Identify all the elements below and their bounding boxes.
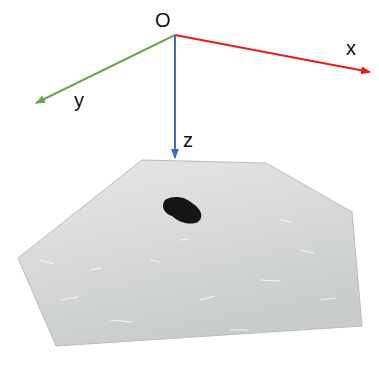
origin-label: O (155, 10, 171, 30)
axis-label: x (346, 38, 356, 58)
axis-label: z (183, 130, 193, 150)
surface-texture (40, 220, 336, 330)
y-axis (36, 35, 175, 103)
black-object (163, 197, 201, 224)
z-axis (174, 35, 176, 158)
surface-plane (18, 160, 362, 346)
axis-label: y (74, 90, 84, 110)
x-axis (175, 35, 370, 72)
